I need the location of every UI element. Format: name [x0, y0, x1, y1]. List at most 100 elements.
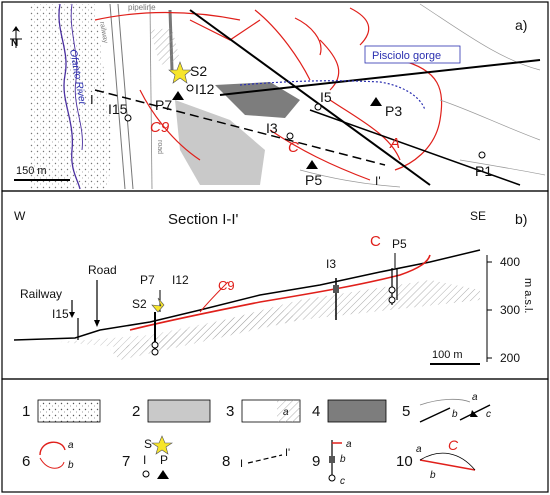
legend-panel: 1 2 3 a 4 5 a b c 6 a b 7 S I P 8 I I': [22, 392, 491, 487]
river-bank: [70, 3, 83, 151]
borehole-p5-piezo-2: [388, 296, 396, 304]
slip-surface-c9: [199, 281, 229, 313]
dark-unit-area: [215, 82, 300, 118]
road-arrow-icon: [94, 320, 100, 327]
gorge-callout-box: [364, 45, 461, 64]
legend-9-b: b: [340, 454, 346, 465]
legend-5-fault-icon: [470, 410, 478, 417]
legend-9-b-mark: [329, 456, 335, 463]
legend-1-swatch: [37, 399, 101, 423]
section-panel-letter: b): [515, 211, 527, 227]
section-c9-label: C9: [218, 278, 235, 293]
fault-line-secondary: [309, 109, 521, 186]
legend-7-well-icon: [142, 470, 150, 478]
legend-10-c: C: [448, 437, 459, 453]
legend-6-scarp-a: [39, 441, 66, 456]
borehole-p7-piezo-2: [151, 348, 159, 356]
legend-7-p: P: [160, 453, 168, 467]
star-icon-section: [151, 297, 165, 313]
section-hatched-band-2: [60, 308, 300, 350]
section-railway-label: Railway: [20, 287, 62, 301]
label-c: C: [288, 139, 299, 156]
triangle-icon-p3: [370, 97, 382, 106]
triangle-icon-p7: [172, 91, 184, 100]
section-c-label: C: [370, 233, 381, 250]
legend-9-a: a: [346, 439, 352, 450]
legend-6-a: a: [68, 440, 74, 451]
tick-label-200: 200: [500, 351, 520, 365]
section-left-direction: W: [14, 209, 26, 223]
legend-5-number: 5: [402, 403, 410, 420]
alluvial-deposit: [30, 4, 112, 189]
pipeline-label: pipeline: [128, 3, 156, 12]
road-label: road: [156, 140, 163, 154]
slip-surface: [129, 254, 431, 331]
fault-line-main: [189, 9, 431, 186]
borehole-i3-mark: [333, 285, 339, 293]
hatched-area: [150, 28, 180, 65]
railway-label: railway: [98, 21, 109, 44]
legend-10-b: b: [430, 470, 436, 481]
label-i3: I3: [266, 120, 278, 136]
legend-4-swatch: [327, 399, 387, 423]
legend-10-a: a: [416, 444, 422, 455]
legend-3-hatch: [277, 400, 300, 422]
elevation-axis-label: m a.s.l.: [522, 278, 534, 313]
legend-6-scarp-b: [39, 457, 65, 469]
section-i12-label: I12: [172, 273, 189, 287]
railway-arrow-icon: [69, 312, 75, 318]
label-p5: P5: [305, 172, 322, 188]
section-i3-label: I3: [326, 257, 336, 271]
legend-5-a: a: [472, 392, 478, 403]
legend-5-contour: [419, 398, 471, 406]
map-panel: Ofanto River railway road pipeline: [10, 3, 546, 190]
railway-line-2: [117, 3, 134, 190]
well-icon-i3: [286, 132, 294, 140]
label-s2: S2: [190, 63, 207, 79]
section-p5-label: P5: [392, 237, 407, 251]
section-panel: W Section I-I' SE b) Railway Road I1: [13, 209, 534, 365]
north-label: N: [11, 38, 18, 49]
label-i5: I5: [320, 89, 332, 105]
section-right-direction: SE: [470, 209, 486, 223]
legend-3-sub: a: [283, 407, 289, 418]
label-i12: I12: [195, 81, 215, 97]
legend-8-trace: [247, 454, 283, 464]
label-a: A: [389, 135, 400, 152]
label-p7: P7: [155, 97, 172, 113]
well-icon-i5: [314, 103, 322, 111]
section-panel-border: [1, 190, 549, 380]
legend-8-number: 8: [222, 453, 230, 470]
borehole-p7-piezo: [151, 341, 159, 349]
north-arrow: N: [10, 26, 22, 49]
gray-unit-area: [175, 100, 265, 185]
triangle-icon-p5: [306, 160, 318, 169]
label-i: I: [90, 92, 94, 107]
map-panel-letter: a): [515, 17, 527, 33]
legend-5-b: b: [452, 409, 458, 420]
river-line: [58, 3, 81, 190]
legend-5-fault-b: [419, 407, 451, 423]
legend-2-number: 2: [132, 403, 140, 420]
legend-5-fault-c: [459, 404, 491, 421]
legend-9-c-piezo: [328, 474, 336, 482]
well-icon-i15: [124, 114, 132, 122]
legend-7-i: I: [143, 453, 146, 467]
gorge-callout: Pisciolo gorge: [372, 50, 441, 62]
section-i15-label: I15: [52, 307, 69, 321]
tick-label-400: 400: [500, 255, 520, 269]
gorge-line: [239, 80, 426, 111]
section-scale-label: 100 m: [432, 349, 463, 361]
legend-7-s: S: [144, 437, 152, 451]
topographic-profile: [13, 249, 481, 341]
legend-10-slip-surface: [419, 459, 476, 471]
legend-7-number: 7: [122, 453, 130, 470]
legend-6-number: 6: [22, 453, 30, 470]
map-scale-label: 150 m: [16, 165, 47, 177]
railway-line: [109, 3, 126, 190]
label-i15: I15: [108, 101, 128, 117]
star-icon-s2: [168, 61, 192, 84]
legend-8-i: I: [240, 458, 243, 470]
legend-5-c: c: [486, 409, 491, 420]
